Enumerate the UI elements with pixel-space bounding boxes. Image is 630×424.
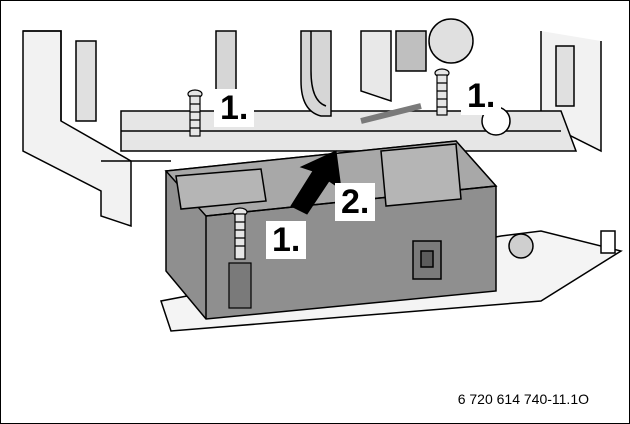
step-label-lift: 2. — [335, 183, 376, 221]
screw-right — [434, 68, 450, 116]
screw-left — [187, 89, 203, 137]
screw-front — [228, 207, 252, 309]
step-label-screw-left: 1. — [214, 89, 255, 127]
lift-arrow — [290, 150, 342, 215]
step-label-screw-right: 1. — [461, 77, 502, 115]
figure-code: 6 720 614 740-11.1O — [457, 391, 589, 407]
pipes — [215, 18, 511, 136]
step-label-screw-front: 1. — [266, 221, 307, 259]
